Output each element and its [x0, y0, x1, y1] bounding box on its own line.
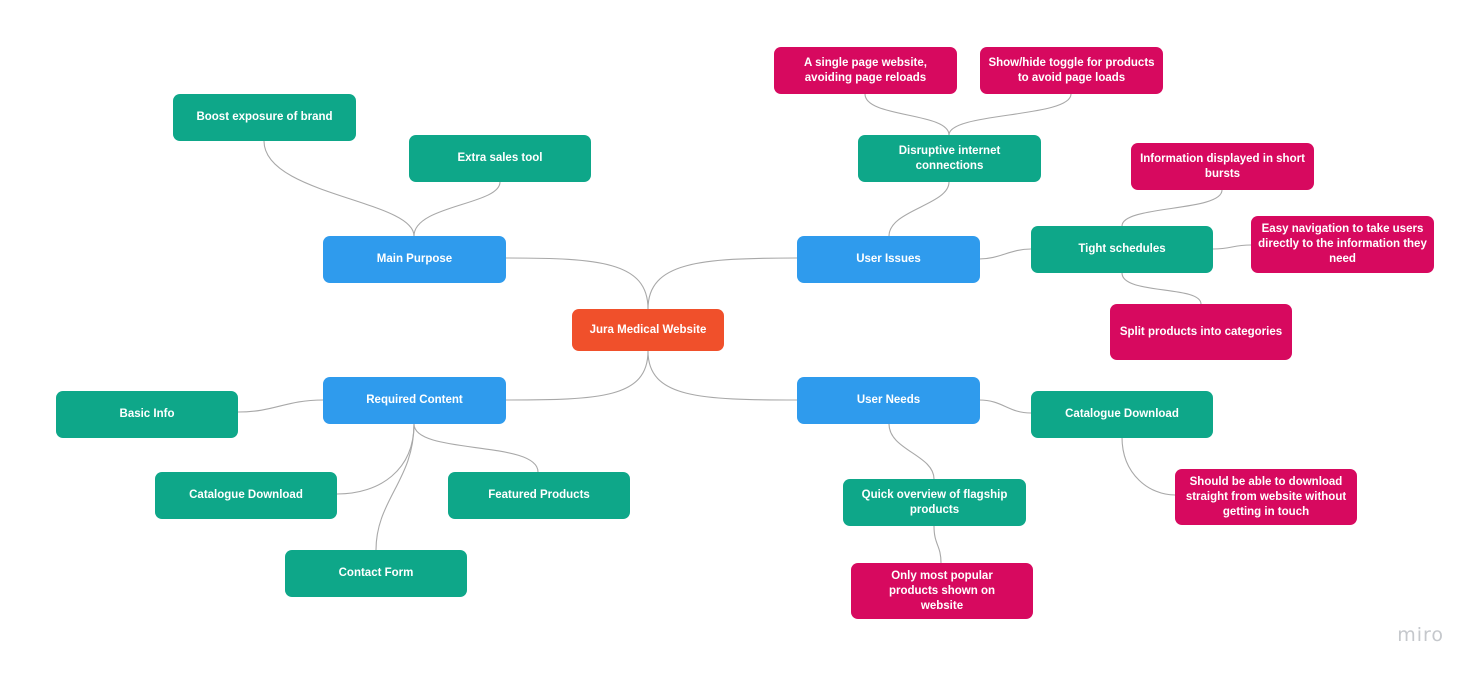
node-disruptive-connections[interactable]: Disruptive internet connections — [858, 135, 1041, 182]
connector-user-issues-tight — [978, 248, 1032, 260]
node-tight-schedules[interactable]: Tight schedules — [1031, 226, 1213, 273]
node-single-page-website[interactable]: A single page website, avoiding page rel… — [774, 47, 957, 94]
connector-required-contact — [375, 423, 415, 551]
connector-user-needs-overview — [888, 423, 935, 480]
node-quick-overview[interactable]: Quick overview of flagship products — [843, 479, 1026, 526]
node-catalogue-download-content[interactable]: Catalogue Download — [155, 472, 337, 519]
node-split-categories[interactable]: Split products into categories — [1110, 304, 1292, 360]
node-most-popular-products[interactable]: Only most popular products shown on webs… — [851, 563, 1033, 619]
connector-disruptive-toggle — [948, 93, 1072, 136]
connector-overview-popular — [933, 525, 942, 564]
connector-tight-easy-nav — [1212, 244, 1252, 250]
connector-tight-short-bursts — [1121, 189, 1223, 227]
node-easy-navigation[interactable]: Easy navigation to take users directly t… — [1251, 216, 1434, 273]
connector-user-issues-disruptive — [888, 181, 950, 237]
connector-main-purpose-boost — [263, 140, 415, 237]
topic-user-needs[interactable]: User Needs — [797, 377, 980, 424]
connector-catalogue-download-direct — [1121, 436, 1176, 496]
connector-disruptive-single-page — [864, 93, 950, 136]
connector-user-needs-catalogue — [978, 399, 1032, 414]
node-boost-exposure[interactable]: Boost exposure of brand — [173, 94, 356, 141]
node-show-hide-toggle[interactable]: Show/hide toggle for products to avoid p… — [980, 47, 1163, 94]
connector-main-purpose-extra — [413, 181, 501, 237]
node-featured-products[interactable]: Featured Products — [448, 472, 630, 519]
connector-required-catalogue — [336, 423, 415, 495]
node-short-bursts[interactable]: Information displayed in short bursts — [1131, 143, 1314, 190]
topic-required-content[interactable]: Required Content — [323, 377, 506, 424]
node-extra-sales-tool[interactable]: Extra sales tool — [409, 135, 591, 182]
connector-required-featured — [413, 423, 539, 473]
topic-main-purpose[interactable]: Main Purpose — [323, 236, 506, 283]
connector-root-user-issues — [647, 257, 798, 310]
connector-root-required-content — [505, 350, 649, 401]
connector-root-main-purpose — [505, 257, 649, 310]
node-catalogue-download-needs[interactable]: Catalogue Download — [1031, 391, 1213, 438]
connector-tight-categories — [1121, 272, 1202, 305]
miro-watermark: miro — [1397, 624, 1444, 646]
root-node[interactable]: Jura Medical Website — [572, 309, 724, 351]
node-basic-info[interactable]: Basic Info — [56, 391, 238, 438]
connector-root-user-needs — [647, 350, 798, 401]
node-contact-form[interactable]: Contact Form — [285, 550, 467, 597]
node-download-without-contact[interactable]: Should be able to download straight from… — [1175, 469, 1357, 525]
topic-user-issues[interactable]: User Issues — [797, 236, 980, 283]
connector-required-basic-info — [237, 399, 324, 413]
